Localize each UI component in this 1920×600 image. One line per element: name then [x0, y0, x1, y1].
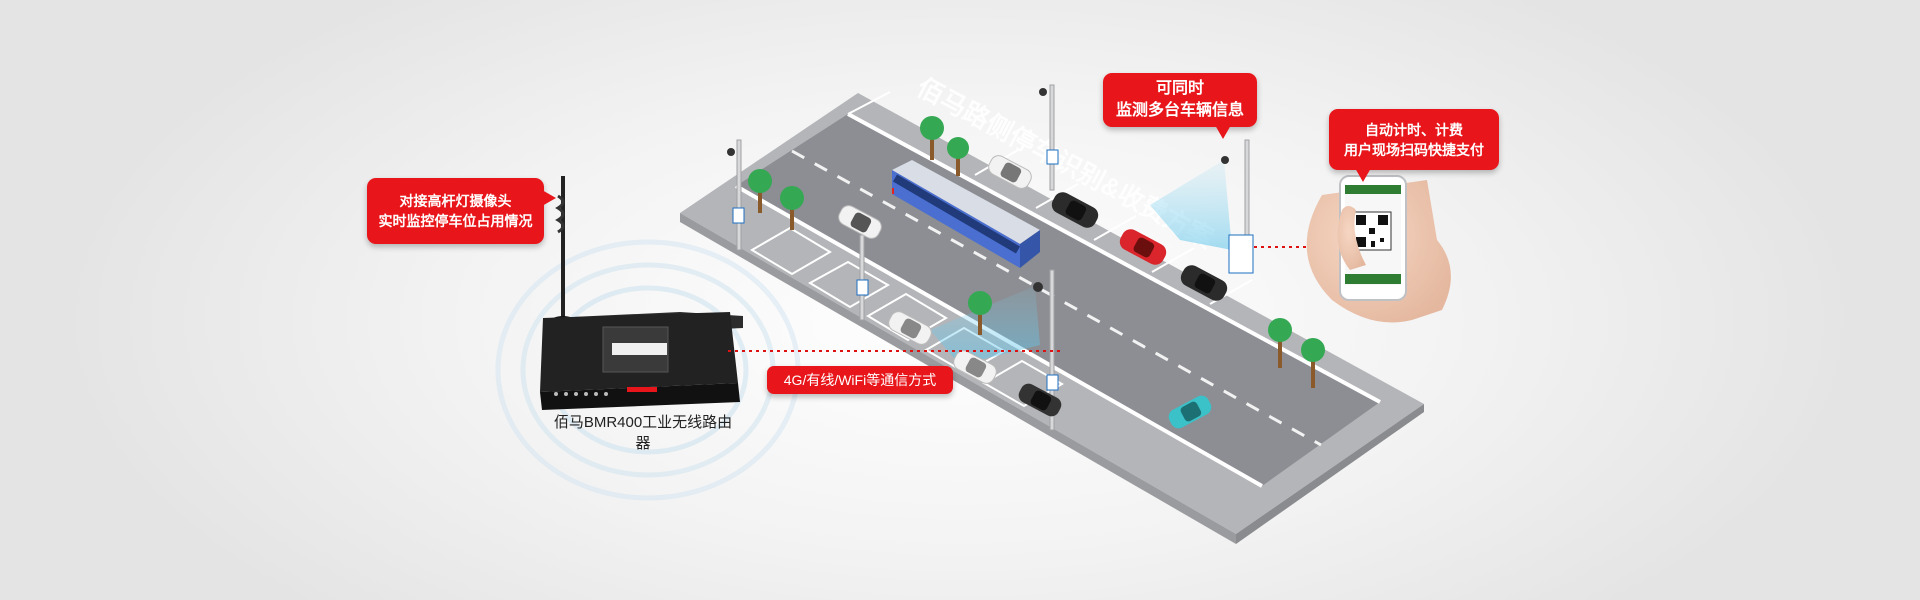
communication-callout: 4G/有线/WiFi等通信方式	[767, 366, 953, 394]
trees	[748, 116, 1325, 388]
multi-vehicle-callout: 可同时 监测多台车辆信息	[1103, 73, 1257, 139]
phone-in-hand	[1306, 175, 1451, 323]
router-device	[540, 176, 743, 410]
bus	[892, 160, 1040, 268]
payment-callout: 自动计时、计费 用户现场扫码快捷支付	[1329, 109, 1499, 182]
callout-line-2: 监测多台车辆信息	[1115, 102, 1244, 119]
callout-line-2: 用户现场扫码快捷支付	[1344, 141, 1484, 158]
cars	[838, 155, 1228, 429]
camera-beam-bottom	[930, 286, 1040, 365]
callout-line-2: 实时监控停车位占用情况	[378, 213, 533, 229]
camera-icons	[727, 88, 1229, 292]
pole-signs	[732, 149, 1254, 391]
router-label: 佰马BMR400工业无线路由器	[553, 414, 733, 452]
camera-beam-top	[1150, 160, 1232, 250]
callout-line-1: 可同时	[1155, 80, 1204, 97]
callout-line-1: 对接高杆灯摄像头	[399, 193, 512, 209]
callout-line-1: 自动计时、计费	[1365, 121, 1463, 138]
camera-monitoring-callout: 对接高杆灯摄像头 实时监控停车位占用情况	[367, 178, 556, 244]
callout-text: 4G/有线/WiFi等通信方式	[783, 372, 937, 388]
